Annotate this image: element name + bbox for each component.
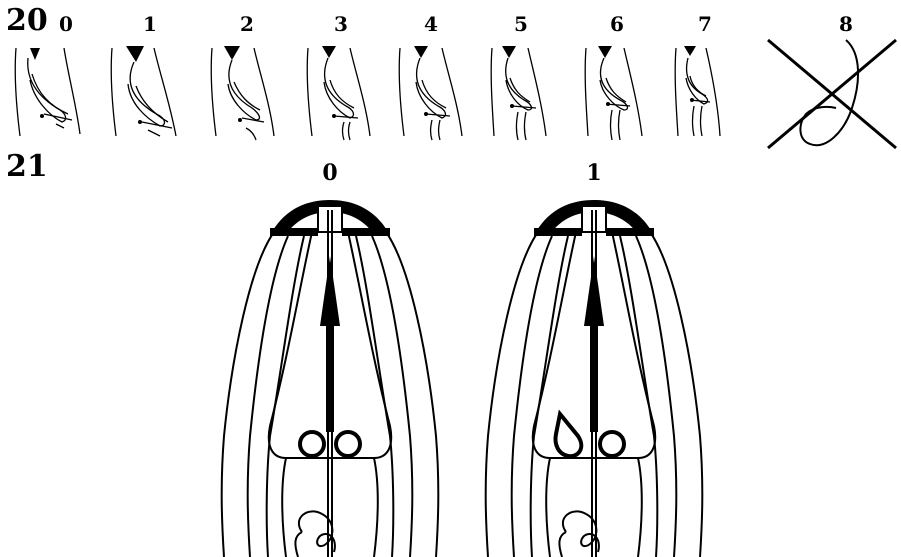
- state-label-20-1: 1: [143, 14, 157, 34]
- spicule-sketch-5: [486, 44, 556, 140]
- spicule-sketch-4: [394, 44, 470, 140]
- state-label-21-1: 1: [586, 162, 601, 184]
- spicule-sketch-1: [104, 44, 184, 140]
- state-label-20-8: 8: [839, 14, 853, 34]
- figure-20-number: 20: [6, 6, 48, 36]
- figure-21-number: 21: [6, 152, 48, 182]
- state-label-20-3: 3: [334, 14, 348, 34]
- head-drawing-0: [210, 196, 450, 557]
- spicule-sketch-3: [302, 44, 378, 140]
- state-label-20-6: 6: [610, 14, 624, 34]
- spicule-sketch-6: [580, 44, 652, 140]
- state-label-20-7: 7: [698, 14, 712, 34]
- spicule-sketch-7: [670, 44, 726, 140]
- state-label-20-2: 2: [240, 14, 254, 34]
- state-label-20-0: 0: [59, 14, 73, 34]
- state-label-21-0: 0: [322, 162, 337, 184]
- state-label-20-4: 4: [424, 14, 438, 34]
- head-drawing-1: [474, 196, 714, 557]
- spicule-sketch-0: [10, 44, 86, 140]
- state-label-20-5: 5: [514, 14, 528, 34]
- spicule-sketch-2: [206, 44, 282, 140]
- state-8-crossed-loop: [764, 36, 900, 152]
